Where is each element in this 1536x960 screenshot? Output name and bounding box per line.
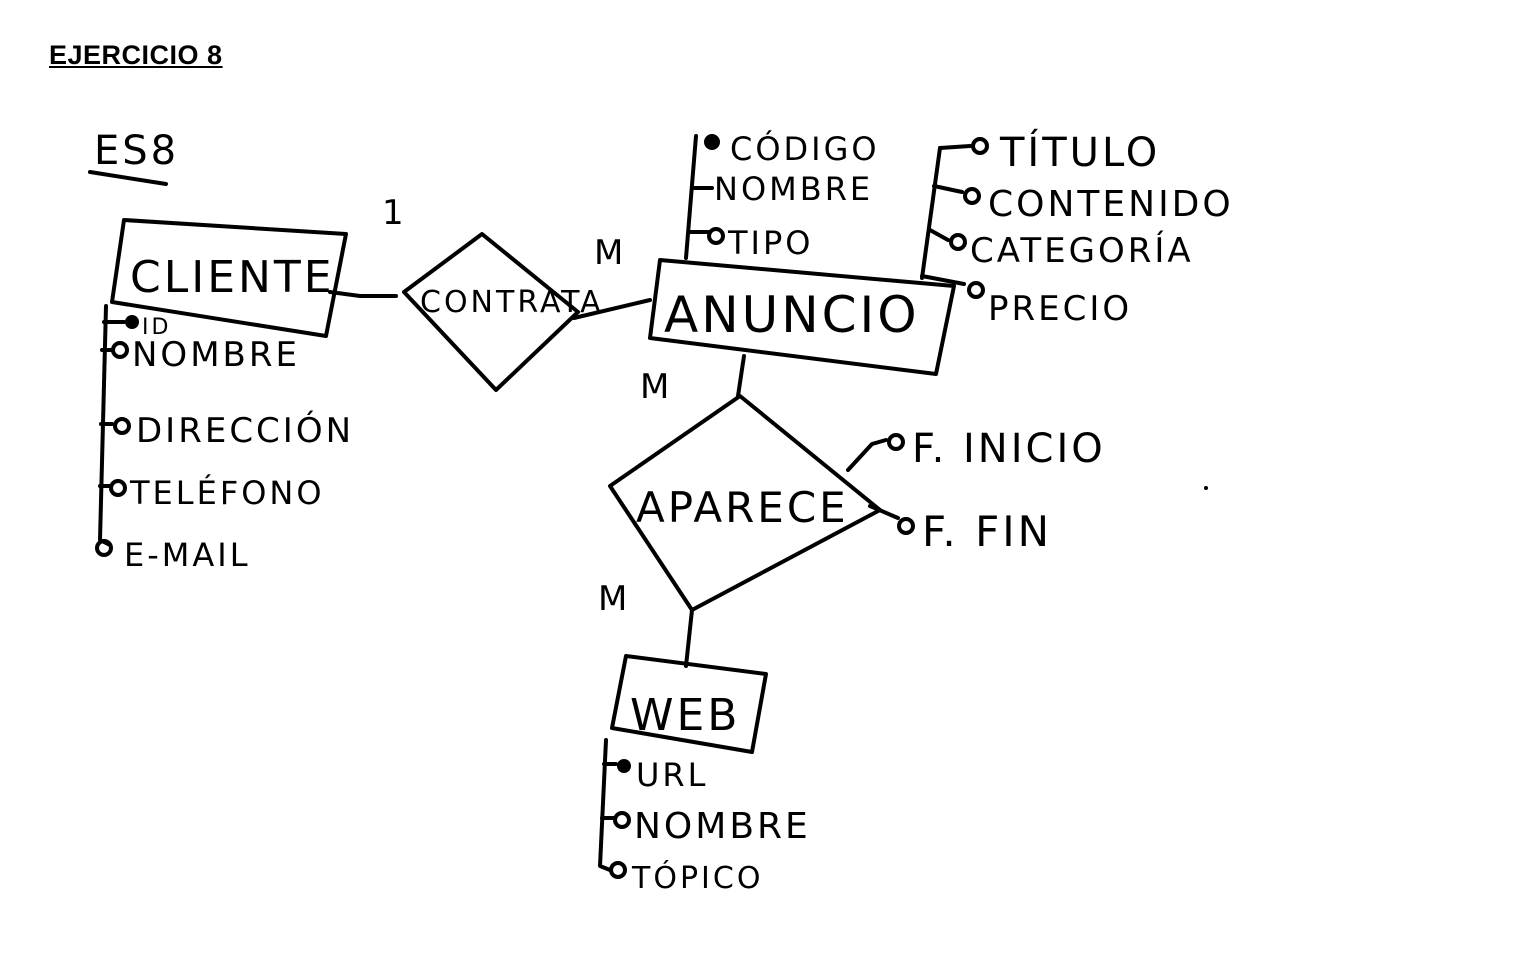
attribute-circle-icon bbox=[109, 479, 127, 497]
attribute-label: TELÉFONO bbox=[129, 474, 325, 512]
attribute-f-fin: F. FIN bbox=[868, 504, 1052, 556]
attribute-codigo: CÓDIGO bbox=[704, 129, 880, 168]
attribute-circle-icon bbox=[95, 539, 113, 557]
attribute-telefono: TELÉFONO bbox=[98, 474, 325, 512]
attribute-label: TIPO bbox=[727, 224, 813, 262]
attribute-url: URL bbox=[602, 756, 708, 794]
attribute-label: CÓDIGO bbox=[730, 129, 880, 168]
attribute-circle-icon bbox=[707, 227, 725, 245]
entity-web-box bbox=[610, 654, 768, 754]
attribute-nombre: NOMBRE bbox=[692, 170, 873, 208]
entity-web[interactable]: WEB bbox=[610, 654, 768, 754]
attribute-tipo: TIPO bbox=[688, 224, 813, 262]
cliente-attributes: ID NOMBRE DIRECCIÓN TELÉFONO E-MAIL bbox=[95, 315, 354, 574]
cardinality-cliente: 1 bbox=[382, 193, 407, 233]
attribute-circle-icon bbox=[971, 137, 989, 155]
entity-anuncio[interactable]: ANUNCIO bbox=[648, 258, 956, 376]
attribute-label: NOMBRE bbox=[132, 335, 300, 375]
attribute-circle-icon bbox=[111, 341, 129, 359]
attribute-label: NOMBRE bbox=[714, 170, 873, 208]
relationship-aparece-name: APARECE bbox=[636, 483, 849, 532]
attribute-direccion: DIRECCIÓN bbox=[99, 410, 354, 451]
attribute-id: ID bbox=[102, 315, 171, 340]
relationship-aparece[interactable]: APARECE bbox=[608, 394, 882, 612]
attribute-categoria: CATEGORÍA bbox=[928, 228, 1194, 271]
anuncio-attributes-left: CÓDIGO NOMBRE TIPO bbox=[688, 129, 880, 262]
aparece-attributes: F. INICIO F. FIN bbox=[846, 426, 1106, 556]
line-contrata-anuncio bbox=[572, 298, 652, 320]
key-attribute-dot-icon bbox=[704, 134, 720, 150]
attribute-circle-icon bbox=[609, 861, 627, 879]
entity-anuncio-box bbox=[648, 258, 956, 376]
key-attribute-dot-icon bbox=[617, 759, 631, 773]
attribute-label: CONTENIDO bbox=[988, 184, 1234, 225]
relationship-contrata-name: CONTRATA bbox=[420, 285, 604, 320]
entity-web-name: WEB bbox=[630, 690, 741, 741]
anuncio-right-attr-bracket bbox=[920, 146, 942, 280]
attribute-label: CATEGORÍA bbox=[970, 230, 1194, 271]
attribute-circle-icon bbox=[949, 233, 967, 251]
attribute-nombre: NOMBRE bbox=[100, 335, 300, 375]
diagram-label-underline bbox=[88, 170, 168, 186]
attribute-label: ID bbox=[142, 315, 171, 340]
anuncio-left-attr-bracket bbox=[684, 134, 698, 260]
web-attributes: URL NOMBRE TÓPICO bbox=[600, 756, 811, 896]
attribute-f-inicio: F. INICIO bbox=[846, 426, 1106, 472]
diagram-label-text: ES8 bbox=[94, 128, 179, 174]
relationship-contrata-diamond bbox=[402, 232, 580, 392]
attribute-titulo: TÍTULO bbox=[938, 128, 1160, 176]
entity-cliente-box bbox=[110, 218, 348, 338]
entity-anuncio-name: ANUNCIO bbox=[664, 286, 920, 344]
attribute-label: URL bbox=[636, 756, 708, 794]
attribute-label: TÍTULO bbox=[999, 128, 1160, 176]
key-attribute-dot-icon bbox=[125, 315, 139, 329]
attribute-topico: TÓPICO bbox=[609, 859, 763, 896]
attribute-circle-icon bbox=[963, 187, 981, 205]
attribute-precio: PRECIO bbox=[920, 274, 1132, 329]
attribute-circle-icon bbox=[113, 417, 131, 435]
cardinality-anuncio-aparece: M bbox=[640, 367, 672, 407]
attribute-email: E-MAIL bbox=[95, 536, 251, 574]
line-aparece-web bbox=[684, 608, 694, 668]
attribute-contenido: CONTENIDO bbox=[932, 184, 1234, 225]
attribute-label: DIRECCIÓN bbox=[136, 410, 354, 451]
attribute-circle-icon bbox=[967, 281, 985, 299]
attribute-label: F. FIN bbox=[922, 507, 1052, 556]
stray-dot bbox=[1204, 486, 1208, 490]
line-cliente-contrata bbox=[328, 290, 398, 298]
entity-cliente[interactable]: CLIENTE bbox=[110, 218, 348, 338]
diagram-label: ES8 bbox=[88, 128, 179, 186]
attribute-circle-icon bbox=[613, 811, 631, 829]
entity-cliente-name: CLIENTE bbox=[130, 252, 335, 303]
attribute-circle-icon bbox=[897, 517, 915, 535]
attribute-circle-icon bbox=[887, 433, 905, 451]
line-anuncio-aparece bbox=[736, 354, 746, 398]
attribute-label: TÓPICO bbox=[631, 859, 763, 896]
attribute-label: PRECIO bbox=[988, 289, 1132, 329]
cardinality-web: M bbox=[598, 579, 630, 619]
cardinality-anuncio-contrata: M bbox=[594, 233, 626, 273]
attribute-label: E-MAIL bbox=[124, 536, 251, 574]
anuncio-attributes-right: TÍTULO CONTENIDO CATEGORÍA PRECIO bbox=[920, 128, 1234, 329]
page-title: EJERCICIO 8 bbox=[49, 40, 223, 70]
attribute-nombre: NOMBRE bbox=[600, 806, 811, 847]
attribute-label: NOMBRE bbox=[634, 806, 811, 847]
web-attr-bracket bbox=[598, 738, 612, 872]
attribute-label: F. INICIO bbox=[912, 426, 1106, 472]
relationship-contrata[interactable]: CONTRATA bbox=[402, 232, 604, 392]
